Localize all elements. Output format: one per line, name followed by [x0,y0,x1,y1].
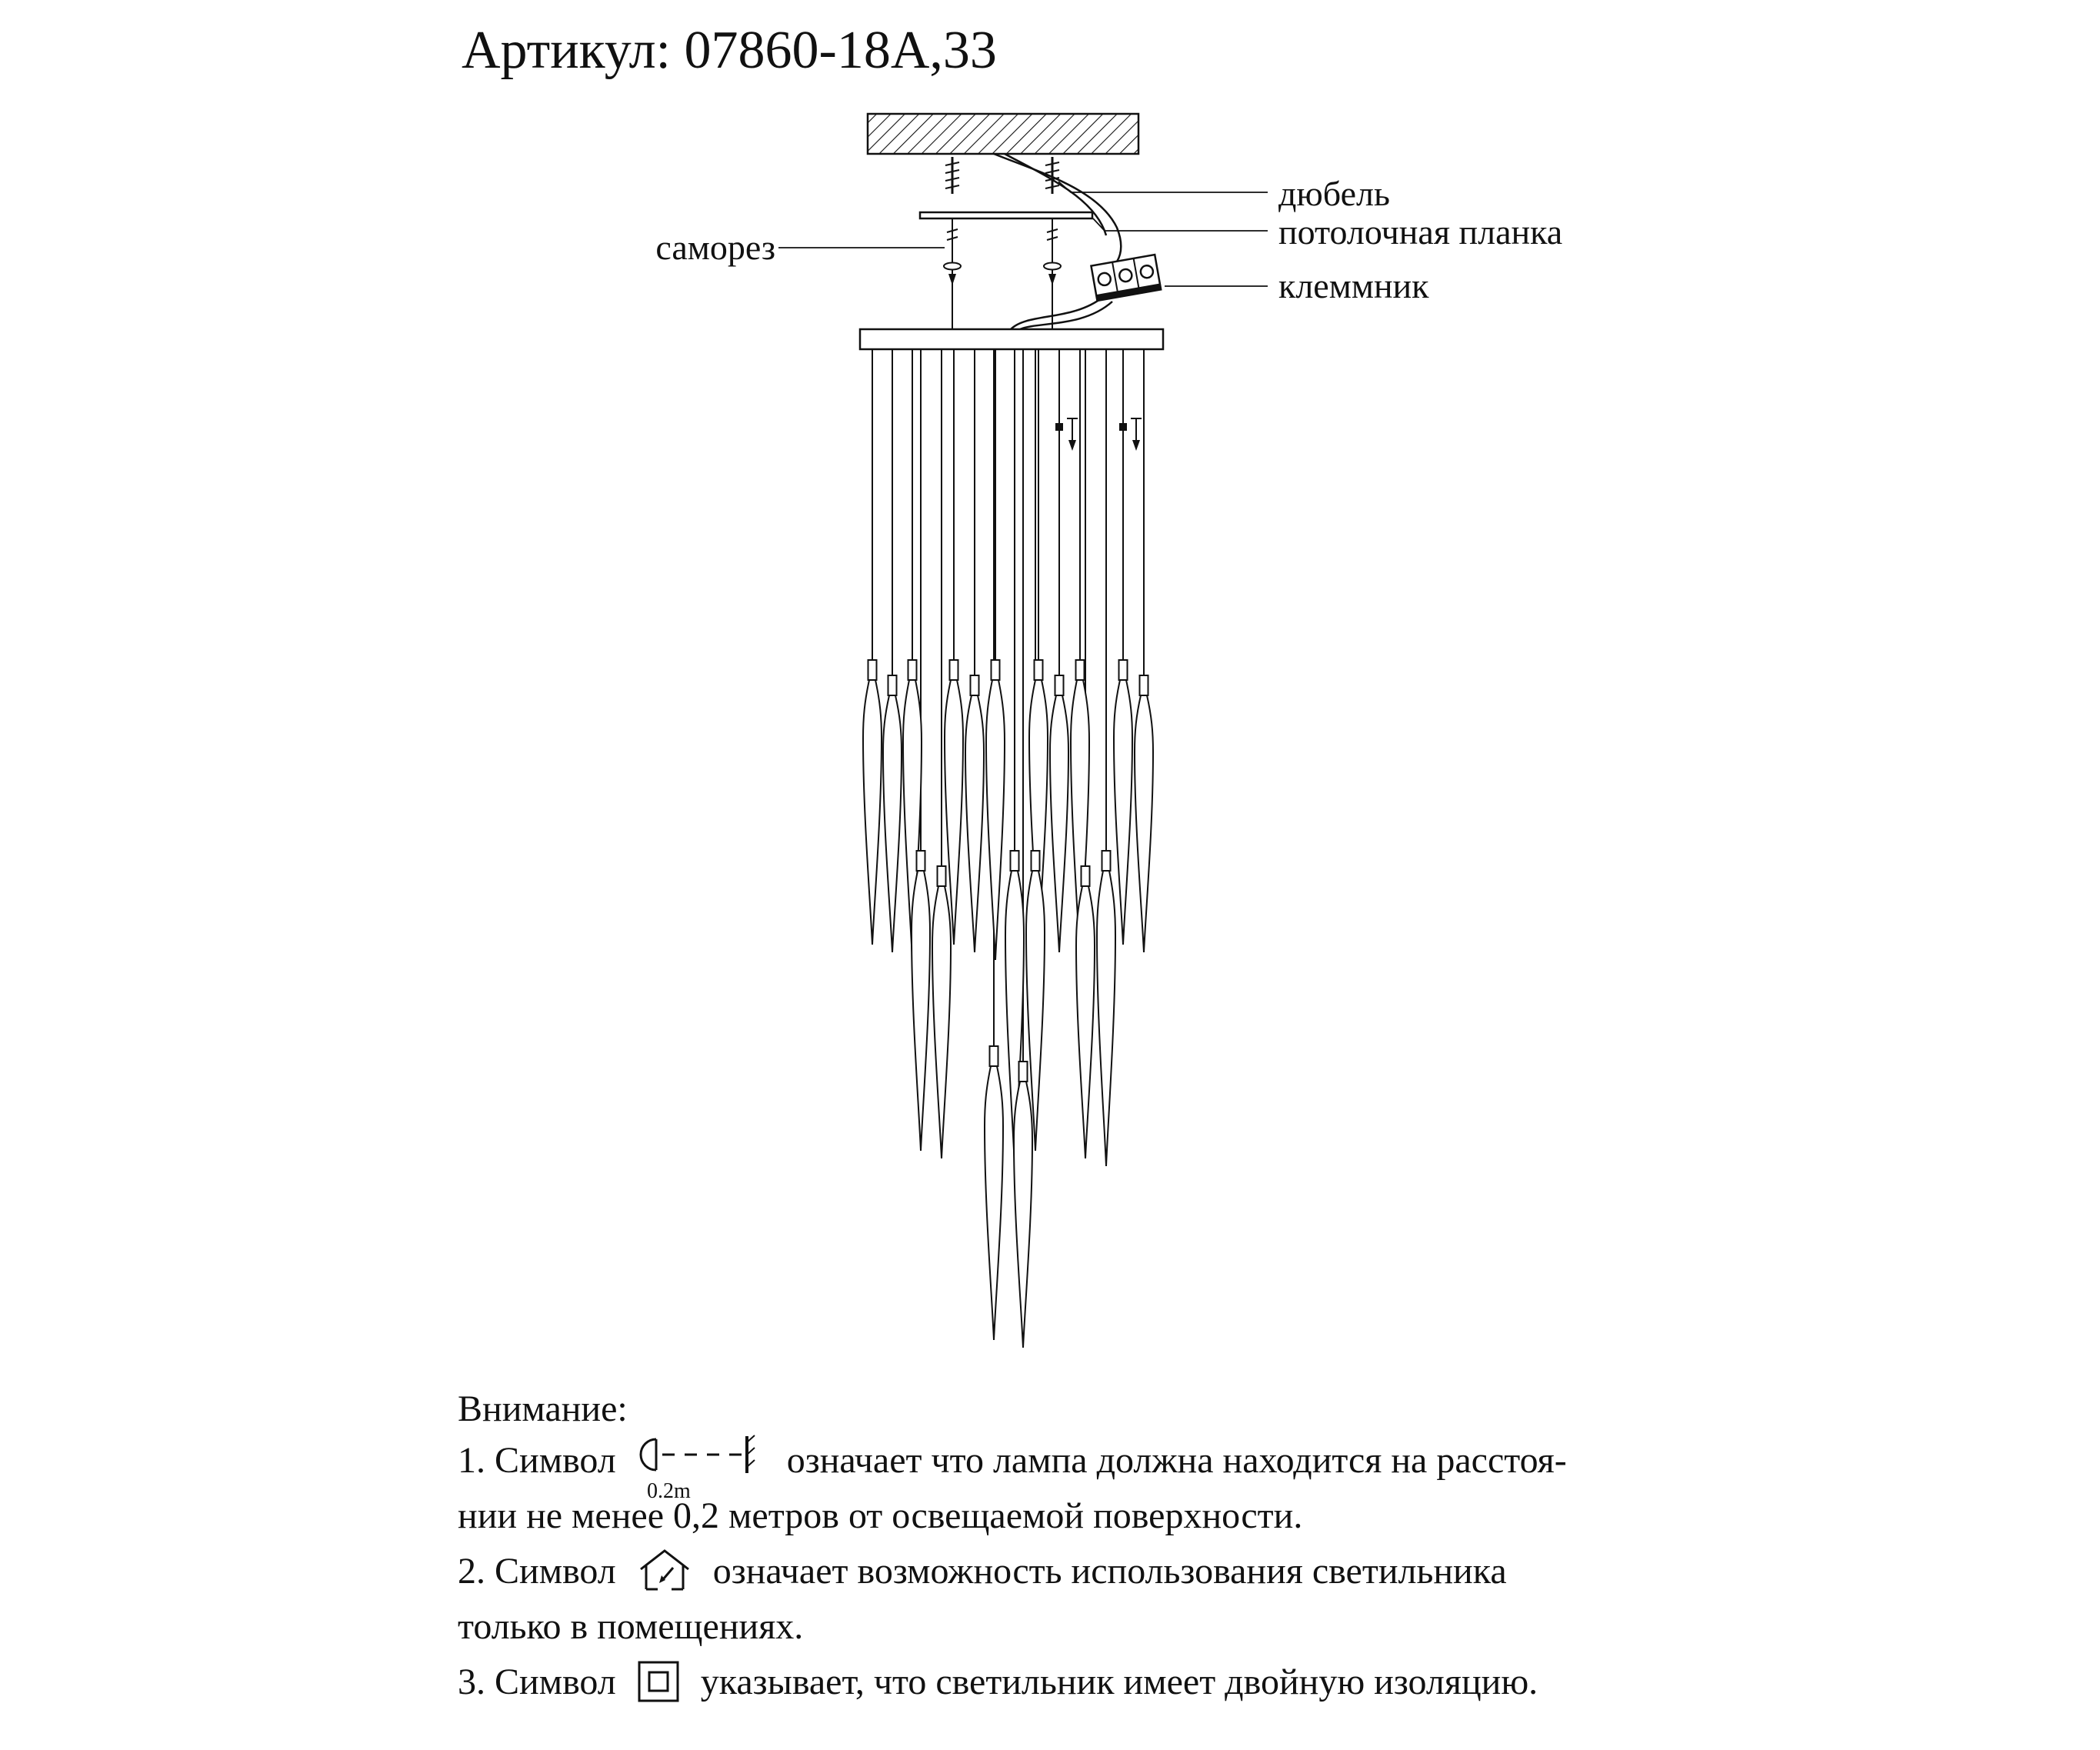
pendant-lamp [1025,850,1046,1152]
notes-section: Внимание: 1. Символ 0.2m означает что ла… [458,1385,1567,1709]
lamp-holder [907,659,918,681]
lamp-drop-bulb [943,679,965,945]
canopy [858,328,1165,351]
lamp-holder [1075,659,1085,681]
pendant-lamp [1112,659,1134,945]
lamp-drop-bulb [910,870,932,1152]
pendant-lamp [1012,1061,1034,1348]
note-2-line-1: 2. Символ означает возможность использов… [458,1543,1567,1598]
note-3-text: указывает, что светильник имеет двойную … [700,1661,1538,1702]
pendant-lamp [1048,675,1070,953]
min-distance-icon: 0.2m [639,1435,755,1503]
pendant-lamp [943,659,965,945]
note-3-prefix: 3. Символ [458,1661,616,1702]
lamp-holder [867,659,878,681]
lamp-holder [1080,865,1091,887]
lamp-holder [969,675,980,696]
lamp-drop-bulb [1095,870,1117,1167]
pendant-lamp [1075,865,1096,1159]
lamp-holder [1118,659,1128,681]
pendant-lamp [1095,850,1117,1167]
note-1-line-2: нии не менее 0,2 метров от освещаемой по… [458,1495,1303,1536]
pendant-lamp [983,1045,1005,1341]
mounting-screw [1043,218,1062,330]
lamp-holder [1018,1061,1028,1082]
lamp-holder [936,865,947,887]
lamp-drop-bulb [882,695,903,953]
lamp-drop-bulb [862,679,883,945]
pendant-lamps [862,349,1155,1348]
pendant-lamp [910,850,932,1152]
lamp-holder [1054,675,1065,696]
pendant-lamp [964,675,985,953]
lamp-holder [1033,659,1044,681]
note-3-line-1: 3. Символ указывает, что светильник имее… [458,1654,1567,1709]
notes-heading: Внимание: [458,1388,628,1429]
lamp-drop-bulb [1048,695,1070,953]
lamp-holder [1030,850,1041,872]
note-2-text: означает возможность использования свети… [712,1550,1507,1592]
label-planka: потолочная планка [1278,212,1563,252]
lamp-holder [1009,850,1020,872]
lamp-holder [887,675,898,696]
ceiling-surface [866,112,1140,155]
pendant-lamp [931,865,952,1159]
terminal-block [1090,253,1162,302]
pendant-lamp [882,675,903,953]
lamp-holder [1101,850,1112,872]
height-adjusters [1055,418,1142,451]
pendant-wires [872,349,1145,1062]
lamp-drop-bulb [1012,1081,1034,1348]
lamp-drop-bulb [1133,695,1155,953]
note-1-prefix: 1. Символ [458,1439,616,1481]
label-dyubel: дюбель [1278,174,1390,213]
power-wires [993,152,1122,331]
pendant-lamp [862,659,883,945]
lamp-holder [990,659,1001,681]
lamp-holder [948,659,959,681]
label-samorez: саморез [655,228,775,267]
lamp-drop-bulb [931,885,952,1159]
page-title: Артикул: 07860-18А,33 [462,21,997,80]
lamp-drop-bulb [1075,885,1096,1159]
double-insulation-icon [638,1661,679,1702]
lamp-drop-bulb [1025,870,1046,1152]
lamp-holder [988,1045,999,1067]
lamp-drop-bulb [983,1065,1005,1341]
note-1-text: означает что лампа должна находится на р… [786,1439,1567,1481]
lamp-drop-bulb [985,679,1006,961]
note-2-line-2: только в помещениях. [458,1605,804,1647]
lamp-drop-bulb [1112,679,1134,945]
distance-value: 0.2m [647,1479,691,1503]
pendant-lamp [985,659,1006,961]
lamp-holder [915,850,926,872]
lamp-holder [1138,675,1149,696]
lamp-drop-bulb [964,695,985,953]
label-klemmnik: клеммник [1278,266,1429,305]
note-1-line-1: 1. Символ 0.2m означает что лампа должна… [458,1432,1567,1503]
ceiling-plate [918,211,1094,220]
note-2-prefix: 2. Символ [458,1550,616,1592]
mounting-screw [943,218,962,330]
dowel-anchor [944,155,961,195]
leader-lines [778,181,1268,287]
pendant-lamp [1133,675,1155,953]
chandelier-diagram [778,112,1268,1348]
indoor-use-icon [639,1549,689,1591]
